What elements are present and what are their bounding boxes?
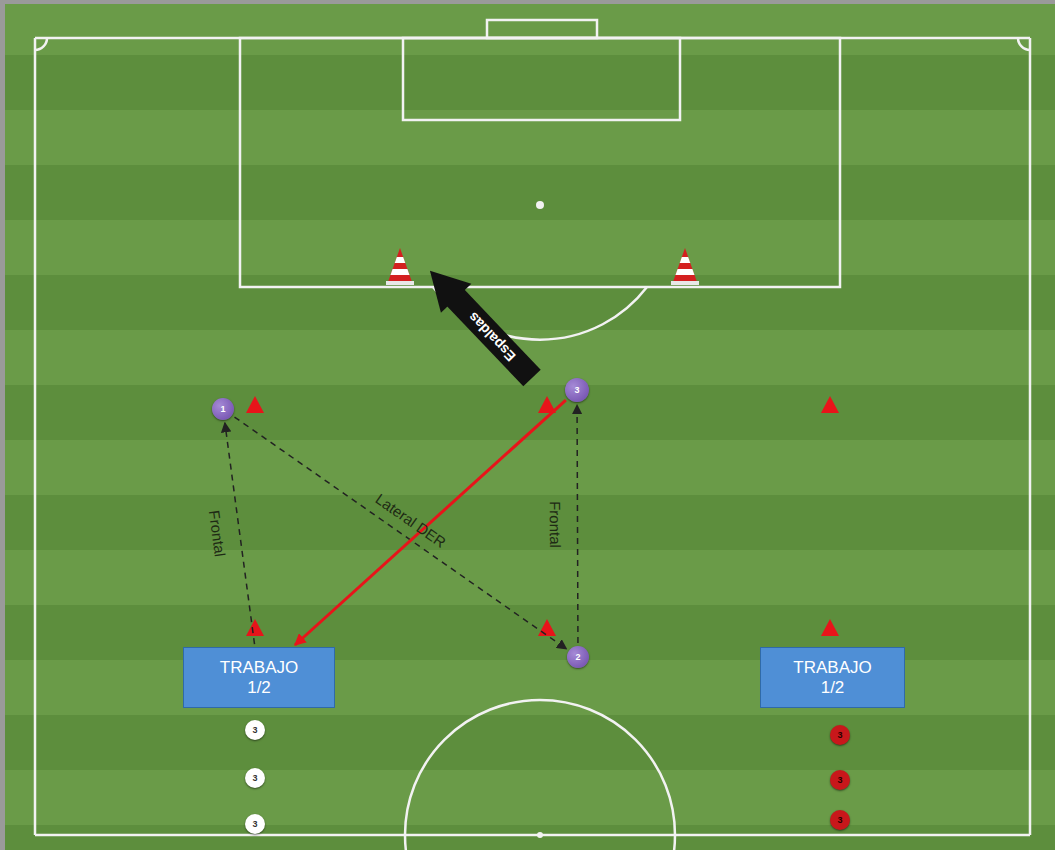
player-number: 1 bbox=[220, 404, 225, 414]
player-number: 3 bbox=[252, 725, 257, 735]
player-circle: 1 bbox=[212, 398, 234, 420]
player-circle: 2 bbox=[567, 646, 589, 668]
edge-label: Frontal bbox=[206, 509, 229, 558]
player-circle: 3 bbox=[830, 725, 850, 745]
player-number: 3 bbox=[837, 730, 842, 740]
dashed-run-arrow bbox=[234, 417, 566, 649]
work-box: TRABAJO 1/2 bbox=[760, 647, 905, 708]
player-circle: 3 bbox=[245, 768, 265, 788]
player-circle: 3 bbox=[565, 378, 589, 402]
player-number: 3 bbox=[574, 385, 579, 395]
player-number: 3 bbox=[252, 773, 257, 783]
player-circle: 3 bbox=[245, 720, 265, 740]
box-label: TRABAJO 1/2 bbox=[785, 658, 881, 697]
player-number: 3 bbox=[837, 775, 842, 785]
pass-line bbox=[295, 400, 566, 645]
player-number: 2 bbox=[575, 652, 580, 662]
edge-label: Frontal bbox=[547, 501, 564, 548]
dashed-run-arrow bbox=[576, 405, 578, 643]
player-circle: 3 bbox=[245, 814, 265, 834]
player-number: 3 bbox=[252, 819, 257, 829]
player-number: 3 bbox=[837, 815, 842, 825]
box-label: TRABAJO 1/2 bbox=[211, 658, 307, 697]
player-circle: 3 bbox=[830, 770, 850, 790]
dashed-run-arrow bbox=[225, 423, 255, 644]
player-circle: 3 bbox=[830, 810, 850, 830]
work-box: TRABAJO 1/2 bbox=[183, 647, 335, 708]
